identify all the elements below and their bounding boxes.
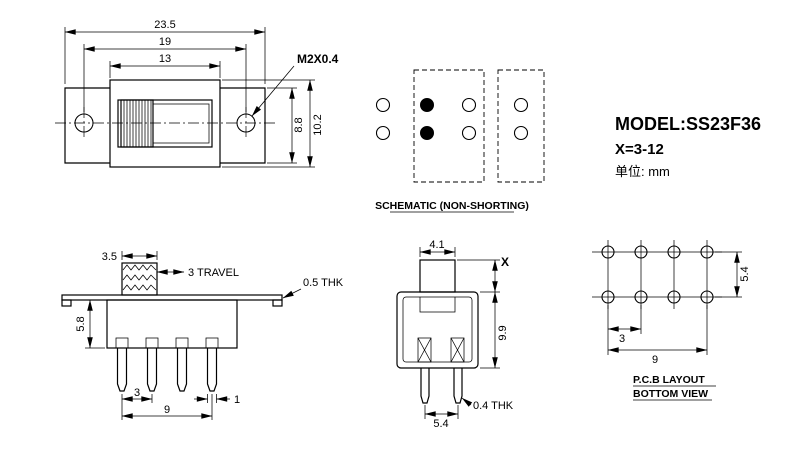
dim-label-top-width: 4.1 <box>429 239 444 251</box>
housing-inner <box>402 296 473 363</box>
terminal-pin <box>461 125 477 141</box>
x-range-label: X=3-12 <box>615 141 664 158</box>
pcb-hole <box>700 245 714 259</box>
title-block: MODEL:SS23F36 X=3-12 单位: mm <box>615 114 761 179</box>
knob-knurl <box>122 274 157 281</box>
top-view-dimensions: 23.5 19 13 M2X0.4 8.8 10.2 <box>64 19 339 168</box>
dim-label-pitch: 3 <box>619 333 625 345</box>
terminal-pin <box>513 97 529 113</box>
model-label: MODEL:SS23F36 <box>615 114 761 134</box>
dim-label-terminal-thickness: 0.4 THK <box>473 400 514 412</box>
pcb-hole <box>700 290 714 304</box>
pin-base-hatch <box>450 337 465 363</box>
leader-line-terminal <box>461 397 473 407</box>
dim-label-body-width: 13 <box>159 53 171 65</box>
knob-knurl <box>122 264 157 271</box>
pin-root <box>175 337 189 349</box>
dim-label-pin-width: 1 <box>234 394 240 406</box>
dim-label-actuator-height: X <box>501 255 509 269</box>
pin-base <box>417 337 432 363</box>
pcb-hole <box>601 245 615 259</box>
switch-body-outline <box>109 79 221 168</box>
thread-callout-label: M2X0.4 <box>297 52 339 66</box>
terminal-pin <box>513 125 529 141</box>
terminal-pin <box>116 348 128 392</box>
top-view <box>55 79 277 168</box>
common-pin-filled <box>420 98 434 112</box>
dim-label-housing-height: 5.8 <box>75 316 87 331</box>
dim-label-row-span: 5.4 <box>739 266 751 281</box>
slider-body <box>152 103 210 144</box>
dim-label-travel: 3 TRAVEL <box>188 267 239 279</box>
dim-label-total-width: 23.5 <box>154 19 175 31</box>
dim-label-span: 9 <box>652 354 658 366</box>
dim-label-pin-pitch: 3 <box>134 387 140 399</box>
schematic-view: SCHEMATIC (NON-SHORTING) <box>375 69 545 213</box>
terminal-pin <box>375 125 391 141</box>
terminal-pin <box>146 348 158 392</box>
pcb-hole <box>667 245 681 259</box>
dim-label-knob-width: 3.5 <box>102 251 117 263</box>
terminal-pin <box>420 368 430 404</box>
slider-position-box-1 <box>413 69 485 183</box>
dim-label-pin-span: 9 <box>164 404 170 416</box>
dim-label-housing-height: 9.9 <box>497 325 509 340</box>
plate-tab-right <box>272 299 283 307</box>
pin-root <box>145 337 159 349</box>
dim-label-body-height: 10.2 <box>312 114 324 135</box>
dim-label-plate-thickness: 0.5 THK <box>303 277 344 289</box>
flange-outline <box>64 87 266 164</box>
pin-base-hatch <box>417 337 432 363</box>
leader-line-thread <box>251 65 295 117</box>
side-view-dimensions: 4.1 X 9.9 0.4 THK 5.4 <box>419 239 514 430</box>
dim-label-hole-span: 19 <box>159 36 171 48</box>
pcb-hole <box>634 290 648 304</box>
knob-knurl-hatch <box>123 100 152 147</box>
inner-slot <box>419 297 456 313</box>
slot-outline <box>117 99 213 148</box>
unit-label: 单位: mm <box>615 164 670 179</box>
pcb-hole <box>634 245 648 259</box>
actuator-knob <box>121 262 158 296</box>
pin-root <box>205 337 219 349</box>
pcb-caption-line2: BOTTOM VIEW <box>633 388 708 400</box>
schematic-caption: SCHEMATIC (NON-SHORTING) <box>375 200 529 212</box>
dim-label-flange-height: 8.8 <box>293 117 305 132</box>
pcb-view: 5.4 3 9 P.C.B LAYOUT BOTTOM VIEW <box>592 240 751 401</box>
mounting-plate <box>61 294 283 301</box>
terminal-pin <box>176 348 188 392</box>
slider-position-box-2 <box>497 69 545 183</box>
pin-root <box>115 337 129 349</box>
dim-label-pin-pitch-side: 5.4 <box>433 418 448 430</box>
terminal-pin <box>453 368 463 404</box>
knob-knurl <box>122 284 157 291</box>
pin-base <box>450 337 465 363</box>
pcb-hole <box>601 290 615 304</box>
pcb-caption-line1: P.C.B LAYOUT <box>633 374 705 386</box>
terminal-pin <box>206 348 218 392</box>
actuator-knob-side <box>419 259 456 293</box>
common-pin-filled <box>420 126 434 140</box>
housing-outer <box>396 291 479 369</box>
terminal-pin <box>375 97 391 113</box>
leader-line-plate <box>282 288 302 299</box>
side-view <box>396 259 479 404</box>
switch-housing <box>106 299 238 349</box>
plate-tab-left <box>61 299 72 307</box>
front-view-dimensions: 3.5 3 TRAVEL 0.5 THK 5.8 3 9 1 <box>75 251 344 420</box>
front-view <box>61 262 283 392</box>
terminal-pin <box>461 97 477 113</box>
pcb-hole <box>667 290 681 304</box>
